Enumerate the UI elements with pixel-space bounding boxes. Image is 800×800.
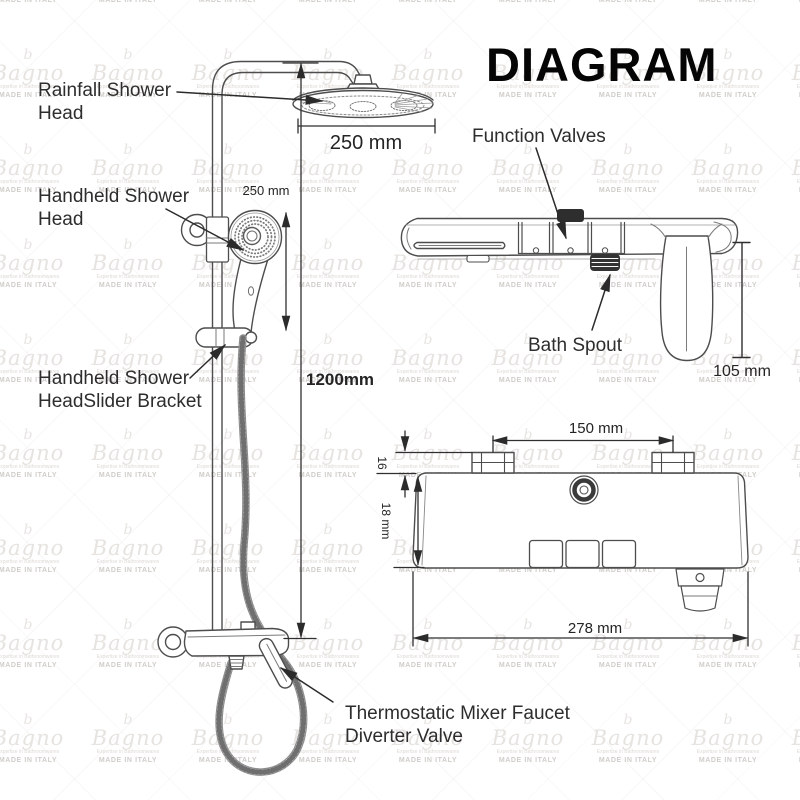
dimension-text-handle-height: 105 mm bbox=[713, 363, 771, 380]
leader-handheld-head bbox=[165, 208, 245, 251]
label-rainfall-shower-head: Rainfall Shower Head bbox=[38, 79, 171, 125]
label-line: Rainfall Shower bbox=[38, 80, 172, 101]
leader-mixer-faucet bbox=[279, 667, 334, 703]
dimension-handle-height bbox=[732, 241, 751, 359]
mixer-top-view bbox=[400, 209, 739, 362]
leader-slider-bracket bbox=[189, 343, 227, 379]
bath-spout-knob bbox=[590, 254, 620, 271]
leader-function-valves bbox=[535, 147, 567, 240]
dimension-total-width bbox=[412, 571, 749, 647]
leader-lines-top-view bbox=[535, 147, 611, 331]
label-bath-spout: Bath Spout bbox=[528, 335, 623, 356]
leader-bath-spout bbox=[591, 273, 611, 331]
dimension-text-column-height: 1200mm bbox=[306, 370, 375, 389]
dimension-head-width bbox=[297, 118, 436, 134]
dimension-body-height bbox=[393, 476, 425, 569]
label-line: Head bbox=[38, 209, 84, 230]
leader-rainfall-head bbox=[176, 91, 324, 105]
page-title: DIAGRAM bbox=[486, 38, 718, 91]
dimension-inlet-spacing bbox=[491, 435, 675, 453]
diverter-knob bbox=[557, 209, 584, 222]
slider-bracket bbox=[195, 327, 258, 348]
dimension-text-body-height: 18 mm bbox=[379, 502, 393, 540]
front-view-spout bbox=[675, 568, 725, 612]
dimension-text-handheld-length: 250 mm bbox=[242, 183, 290, 198]
inlet-nut-left bbox=[471, 451, 515, 474]
slider-rail-block bbox=[205, 216, 230, 263]
spray-spokes bbox=[300, 93, 434, 113]
label-line: Head bbox=[38, 103, 84, 124]
label-line: Diverter Valve bbox=[345, 726, 463, 747]
rain-shower-head bbox=[292, 87, 434, 119]
label-line: Thermostatic Mixer Faucet bbox=[345, 703, 570, 724]
mixer-front-view bbox=[412, 451, 749, 612]
label-thermostatic-mixer: Thermostatic Mixer Faucet Diverter Valve bbox=[345, 702, 570, 748]
label-line: HeadSlider Bracket bbox=[38, 391, 202, 412]
dimension-text-inlet-spacing: 150 mm bbox=[568, 420, 624, 437]
dimension-text-head-width: 250 mm bbox=[329, 132, 403, 154]
dimension-text-total-width: 278 mm bbox=[567, 620, 623, 637]
shower-hose bbox=[215, 334, 308, 776]
valve-section bbox=[517, 221, 626, 255]
label-function-valves: Function Valves bbox=[472, 126, 606, 147]
label-line: Handheld Shower bbox=[38, 186, 190, 207]
top-view-handle bbox=[650, 223, 723, 362]
leader-lines-left bbox=[165, 91, 334, 703]
dimension-text-nut-height: 16 bbox=[375, 456, 389, 470]
aerator bbox=[569, 475, 599, 505]
dimension-nut-height bbox=[376, 430, 473, 498]
function-buttons bbox=[528, 539, 637, 569]
handheld-shower bbox=[227, 209, 283, 334]
label-line: Handheld Shower bbox=[38, 368, 190, 389]
label-slider-bracket: Handheld Shower HeadSlider Bracket bbox=[38, 367, 202, 413]
dimension-column-height bbox=[282, 62, 319, 640]
inlet-nut-right bbox=[651, 451, 695, 474]
label-handheld-shower-head: Handheld Shower Head bbox=[38, 185, 189, 231]
